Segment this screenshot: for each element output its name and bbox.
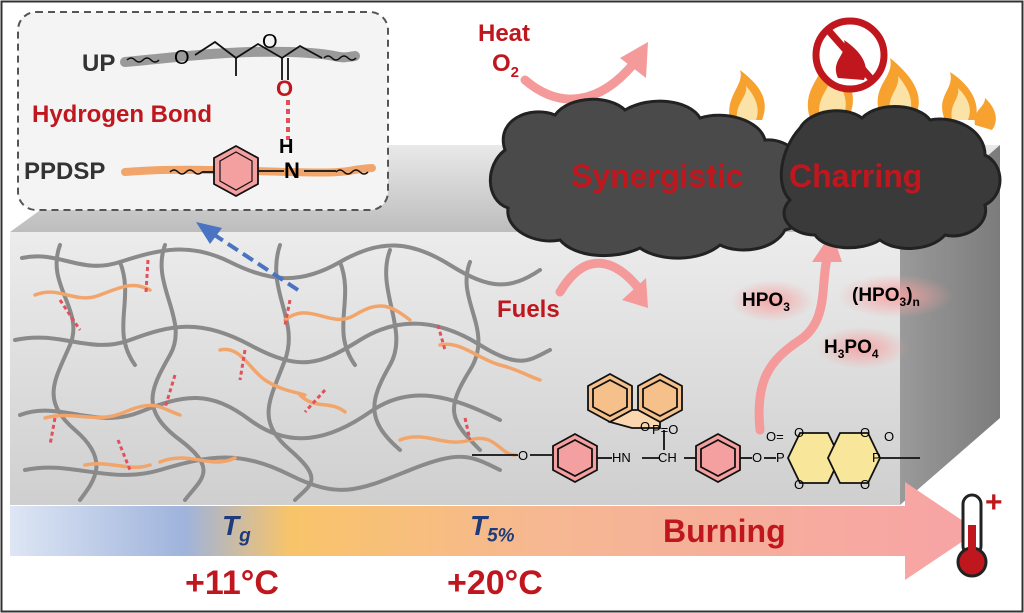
struct-po: P=O [652, 422, 679, 437]
t5-label: T5% [470, 510, 515, 547]
tg-label: Tg [222, 510, 251, 547]
inset-n-atom: N [284, 158, 300, 183]
hpo3-label: HPO3 [742, 290, 790, 314]
network-hydrogen-bonds [48, 259, 472, 471]
inset-o-carbonyl: O [276, 76, 294, 101]
up-label: UP [82, 50, 116, 77]
hpo3n-glow [837, 274, 953, 318]
fuels-label: Fuels [497, 296, 560, 323]
thermometer-icon [956, 493, 988, 578]
arrow-shaft-gradient [10, 482, 978, 580]
burning-label: Burning [663, 513, 786, 549]
inset-o-ether: O [174, 47, 190, 69]
struct-o-dopo: O [640, 419, 651, 434]
tg-delta: +11°C [185, 564, 279, 602]
inset-up-chain [120, 40, 360, 80]
struct-o-right: O [752, 450, 763, 465]
heat-label: Heat [478, 20, 531, 47]
hydrogen-bond-label: Hydrogen Bond [32, 101, 212, 128]
thermometer-plus: + [985, 486, 1003, 519]
struct-o-ring2: O [794, 477, 805, 492]
struct-o-ring3: O [860, 425, 871, 440]
ppdsp-label: PPDSP [24, 158, 106, 185]
heat-arrows [520, 57, 833, 435]
h3po4-glow [816, 327, 908, 369]
struct-o-ring1: O [794, 425, 805, 440]
ppdsp-structure [472, 372, 920, 484]
struct-hn: HN [612, 450, 631, 465]
hpo3n-label: (HPO3)n [852, 285, 920, 309]
inset-box [17, 11, 389, 211]
struct-ch: CH [658, 450, 677, 465]
t5-delta: +20°C [447, 564, 543, 602]
no-fire-icon [812, 17, 888, 93]
o2-label: O2 [492, 50, 520, 81]
synergistic-label: Synergistic [571, 158, 744, 194]
struct-op-left: O= [766, 429, 784, 444]
struct-o-left: O [518, 448, 529, 463]
struct-p-left: P [776, 450, 785, 465]
charring-label: Charring [789, 158, 923, 194]
struct-o-right-oxo: O [884, 429, 895, 444]
hpo3-glow [730, 280, 814, 322]
struct-p-right: P [872, 450, 881, 465]
struct-o-ring4: O [860, 477, 871, 492]
inset-o-ester: O [262, 31, 278, 53]
h3po4-label: H3PO4 [824, 337, 879, 361]
char-clouds [488, 97, 1002, 260]
inset-h-atom: H [279, 136, 294, 158]
zoom-arrow [196, 222, 300, 292]
inset-ppdsp-chain [121, 144, 376, 198]
